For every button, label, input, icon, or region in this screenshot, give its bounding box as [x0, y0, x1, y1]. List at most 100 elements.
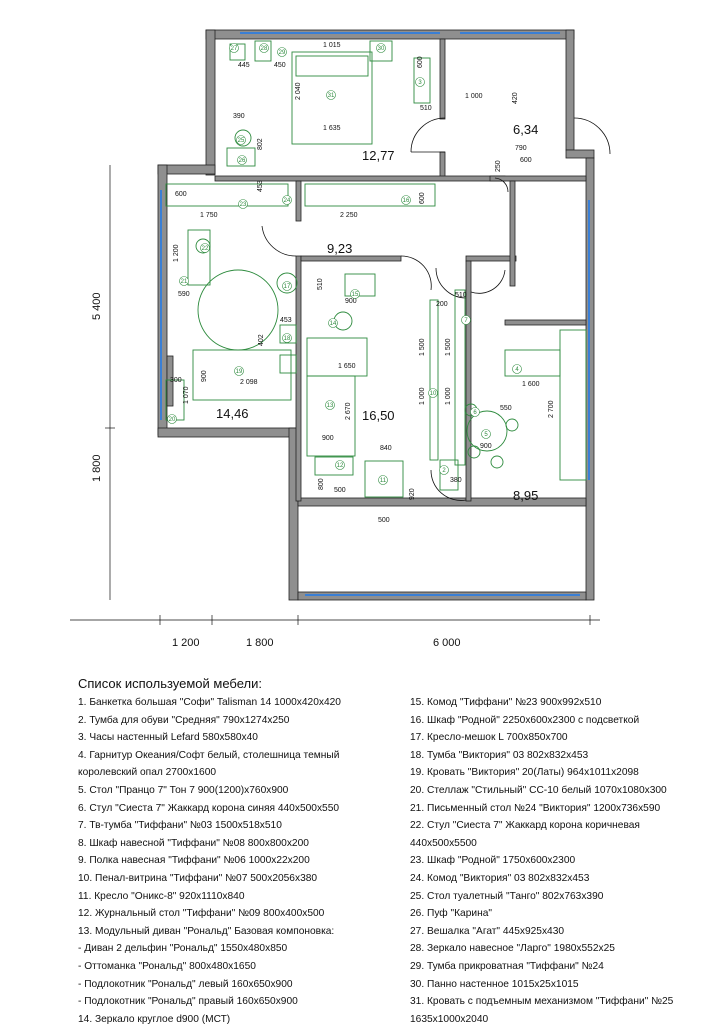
furniture-marker	[326, 90, 336, 100]
furniture-number: 27	[231, 46, 238, 52]
legend-item: королевский опал 2700х1600	[78, 767, 217, 779]
furniture-marker	[415, 77, 425, 87]
furniture-number: 26	[239, 158, 246, 164]
furniture-number: 7	[464, 318, 468, 324]
dimension-label: 390	[233, 113, 245, 120]
dimension-label: 2 098	[240, 379, 258, 386]
dimension-label: 1 000	[419, 387, 426, 405]
furniture-number: 21	[181, 279, 188, 285]
dimension-label: 600	[419, 192, 426, 204]
walls	[157, 29, 595, 601]
doors	[261, 117, 611, 501]
dimension-label: 1 015	[323, 42, 341, 49]
dimension-label: 900	[201, 370, 208, 382]
furniture-number: 4	[515, 367, 519, 373]
legend-item: 11. Кресло "Оникс-8" 920х1110х840	[78, 890, 245, 902]
legend-item: 7. Тв-тумба "Тиффани" №03 1500х518х510	[78, 820, 282, 832]
furniture-marker	[439, 465, 449, 475]
legend-left-column: 1. Банкетка большая "Софи" Talisman 14 1…	[78, 694, 341, 1028]
dimension-vertical: 1 800	[91, 454, 103, 482]
dimension-label: 1 000	[465, 93, 483, 100]
dimension-label: 1 635	[323, 125, 341, 132]
furniture-marker	[481, 429, 491, 439]
legend-item: 12. Журнальный стол "Тиффани" №09 800х40…	[78, 908, 325, 920]
dimension-label: 510	[455, 292, 467, 299]
furniture-marker	[238, 199, 248, 209]
furniture-marker	[512, 364, 522, 374]
legend-item: - Оттоманка "Рональд" 800х480х1650	[78, 960, 256, 972]
furniture-marker	[234, 366, 244, 376]
furniture-marker	[325, 400, 335, 410]
legend-item: 17. Кресло-мешок L 700х850х700	[410, 732, 568, 744]
legend-item: 6. Стул "Сиеста 7" Жаккард корона синяя …	[78, 802, 340, 814]
dimension-label: 250	[495, 160, 502, 172]
furniture-number: 13	[327, 403, 334, 409]
furniture-number: 17	[284, 284, 291, 290]
room-area: 16,50	[362, 408, 395, 423]
furniture-marker	[236, 135, 246, 145]
dimension-label: 550	[500, 405, 512, 412]
furniture-number: 28	[261, 46, 268, 52]
legend-item: - Подлокотник "Рональд" левый 160х650х90…	[78, 978, 293, 990]
furniture-marker	[401, 195, 411, 205]
furniture-number: 22	[202, 246, 209, 252]
furniture-marker	[335, 460, 345, 470]
dimension-label: 800	[318, 478, 325, 490]
legend-item: 30. Панно настенное 1015х25х1015	[410, 978, 579, 990]
legend-item: 31. Кровать с подъемным механизмом "Тифф…	[410, 996, 674, 1008]
legend-item: 21. Письменный стол №24 "Виктория" 1200х…	[410, 802, 661, 814]
legend-item: 24. Комод "Виктория" 03 802х832х453	[410, 872, 590, 884]
furniture-number: 10	[430, 391, 437, 397]
legend-item: 13. Модульный диван "Рональд" Базовая ко…	[78, 925, 335, 937]
furniture-number: 16	[403, 198, 410, 204]
dimension-horizontal: 1 200	[172, 637, 200, 649]
legend-item: 18. Тумба "Виктория" 03 802х832х453	[410, 749, 589, 761]
room-area-labels: 12,77 6,34 9,23 14,46 16,50 8,95	[216, 122, 538, 503]
dimension-label: 510	[420, 105, 432, 112]
room-area: 8,95	[513, 488, 538, 503]
dimension-label: 445	[238, 62, 250, 69]
room-area: 12,77	[362, 148, 395, 163]
dimension-label: 900	[322, 435, 334, 442]
dimension-horizontal: 6 000	[433, 637, 461, 649]
dimension-label: 510	[317, 278, 324, 290]
dimension-label: 500	[378, 517, 390, 524]
furniture-number: 30	[378, 46, 385, 52]
furniture-marker	[282, 281, 292, 291]
legend-item: 15. Комод "Тиффани" №23 900х992х510	[410, 697, 602, 708]
furniture-marker	[328, 318, 338, 328]
dimension-label: 590	[178, 291, 190, 298]
dimension-horizontal: 1 800	[246, 637, 274, 649]
furniture-marker	[237, 155, 247, 165]
furniture-marker	[229, 43, 239, 53]
dimension-label: 1 500	[419, 338, 426, 356]
legend-item: 3. Часы настенный Lefard 580х580х40	[78, 732, 258, 744]
furniture-marker	[350, 289, 360, 299]
furniture-number: 18	[284, 336, 291, 342]
dimension-label: 1 200	[173, 244, 180, 262]
furniture-number: 3	[418, 80, 422, 86]
legend-item: 26. Пуф "Карина"	[410, 908, 492, 920]
floor-plan: 12,77 6,34 9,23 14,46 16,50 8,95 5 400 1…	[70, 29, 611, 649]
furniture-marker	[461, 315, 471, 325]
furniture-marker	[179, 276, 189, 286]
furniture-marker	[378, 475, 388, 485]
legend-item: 19. Кровать "Виктория" 20(Латы) 964х1011…	[410, 767, 639, 779]
dimension-label: 1 070	[183, 386, 190, 404]
furniture-marker	[376, 43, 386, 53]
legend-item: 4. Гарнитур Океания/Софт белый, столешни…	[78, 749, 340, 761]
dimension-label: 200	[436, 301, 448, 308]
dimension-label: 380	[450, 477, 462, 484]
dimension-label: 600	[175, 191, 187, 198]
dimension-label: 600	[520, 157, 532, 164]
outer-dimensions	[70, 165, 600, 625]
room-area: 9,23	[327, 241, 352, 256]
legend-item: 25. Стол туалетный "Танго" 802х763х390	[410, 890, 604, 902]
dimension-vertical: 5 400	[91, 292, 103, 320]
dimension-label: 2 040	[295, 82, 302, 100]
legend-item: 28. Зеркало навесное "Ларго" 1980х552х25	[410, 943, 615, 955]
legend-item: - Диван 2 дельфин "Рональд" 1550х480х850	[78, 943, 288, 955]
legend-item: 14. Зеркало круглое d900 (МСТ)	[78, 1013, 231, 1025]
